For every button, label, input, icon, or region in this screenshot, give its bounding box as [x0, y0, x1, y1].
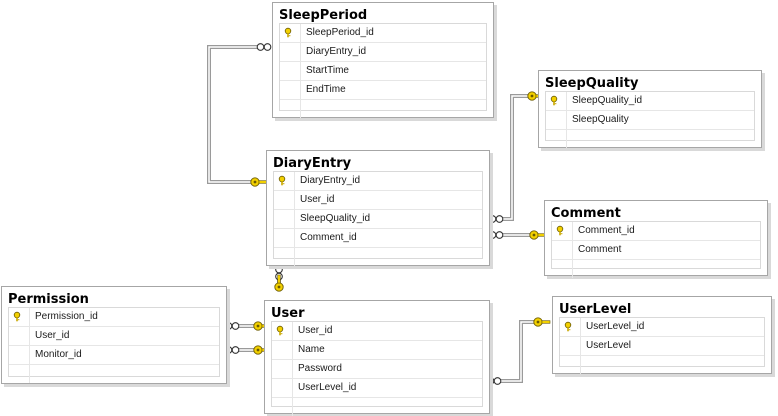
- key-icon: [250, 177, 268, 187]
- column-row[interactable]: Comment_id: [552, 222, 760, 241]
- rel-diaryentry-user: [274, 265, 284, 292]
- rel-diaryentry-comment: [488, 230, 547, 240]
- column-row[interactable]: User_id: [274, 191, 482, 210]
- rel-diaryentry-sleepquality: [488, 91, 545, 223]
- primary-key-icon: [550, 95, 558, 106]
- column-name: User_id: [298, 325, 333, 336]
- column-name: Comment_id: [300, 232, 357, 243]
- column-row[interactable]: Name: [272, 341, 482, 360]
- column-name: DiaryEntry_id: [306, 46, 367, 57]
- primary-key-icon: [556, 225, 564, 236]
- table-title: Comment: [551, 206, 621, 221]
- column-row[interactable]: DiaryEntry_id: [280, 43, 486, 62]
- column-name: Permission_id: [35, 311, 98, 322]
- column-row[interactable]: Password: [272, 360, 482, 379]
- table-sleepperiod[interactable]: SleepPeriod SleepPeriod_id DiaryEntry_id…: [272, 2, 494, 118]
- column-row[interactable]: Monitor_id: [9, 346, 219, 365]
- infinity-icon: [488, 231, 504, 239]
- table-title: User: [271, 306, 305, 321]
- table-comment[interactable]: Comment Comment_id Comment: [544, 200, 768, 278]
- table-user[interactable]: User User_id Name Password UserLevel_id: [264, 300, 490, 416]
- column-row[interactable]: UserLevel: [560, 337, 764, 356]
- column-row[interactable]: Comment_id: [274, 229, 482, 248]
- column-name: Comment: [578, 244, 622, 255]
- primary-key-icon: [278, 175, 286, 186]
- column-name: SleepQuality_id: [572, 95, 643, 106]
- table-title: SleepQuality: [545, 76, 639, 91]
- column-name: SleepQuality_id: [300, 213, 371, 224]
- column-row[interactable]: SleepQuality_id: [274, 210, 482, 229]
- column-row[interactable]: SleepQuality: [546, 111, 754, 130]
- key-icon: [533, 317, 551, 327]
- column-name: User_id: [35, 330, 70, 341]
- empty-row: [274, 248, 482, 266]
- column-row[interactable]: DiaryEntry_id: [274, 172, 482, 191]
- table-title: Permission: [8, 292, 89, 307]
- table-userlevel[interactable]: UserLevel UserLevel_id UserLevel: [552, 296, 772, 374]
- primary-key-icon: [276, 325, 284, 336]
- rel-sleepperiod-diaryentry: [207, 43, 272, 187]
- primary-key-icon: [564, 321, 572, 332]
- column-name: SleepQuality: [572, 114, 629, 125]
- column-name: UserLevel_id: [298, 382, 357, 393]
- table-diaryentry[interactable]: DiaryEntry DiaryEntry_id User_id SleepQu…: [266, 150, 490, 266]
- infinity-icon: [224, 346, 240, 354]
- table-permission[interactable]: Permission Permission_id User_id Monitor…: [1, 286, 227, 384]
- table-sleepquality[interactable]: SleepQuality SleepQuality_id SleepQualit…: [538, 70, 762, 148]
- column-row[interactable]: StartTime: [280, 62, 486, 81]
- primary-key-icon: [13, 311, 21, 322]
- empty-row: [272, 398, 482, 416]
- column-name: Password: [298, 363, 342, 374]
- column-name: UserLevel: [586, 340, 632, 351]
- column-name: Comment_id: [578, 225, 635, 236]
- rel-permission-user-a: [224, 321, 271, 331]
- empty-row: [552, 260, 760, 278]
- column-name: User_id: [300, 194, 335, 205]
- table-title: SleepPeriod: [279, 8, 368, 23]
- rel-permission-user-b: [224, 345, 271, 355]
- rel-user-userlevel: [486, 317, 551, 385]
- column-row[interactable]: UserLevel_id: [560, 318, 764, 337]
- column-row[interactable]: SleepPeriod_id: [280, 24, 486, 43]
- column-row[interactable]: EndTime: [280, 81, 486, 100]
- table-title: DiaryEntry: [273, 156, 352, 171]
- empty-row: [560, 356, 764, 374]
- empty-row: [9, 365, 219, 383]
- table-title: UserLevel: [559, 302, 632, 317]
- primary-key-icon: [284, 27, 292, 38]
- empty-row: [546, 130, 754, 148]
- infinity-icon: [224, 322, 240, 330]
- column-row[interactable]: User_id: [272, 322, 482, 341]
- column-row[interactable]: User_id: [9, 327, 219, 346]
- empty-row: [280, 100, 486, 118]
- column-name: DiaryEntry_id: [300, 175, 361, 186]
- column-name: UserLevel_id: [586, 321, 645, 332]
- column-row[interactable]: SleepQuality_id: [546, 92, 754, 111]
- column-row[interactable]: Comment: [552, 241, 760, 260]
- column-row[interactable]: UserLevel_id: [272, 379, 482, 398]
- column-name: Monitor_id: [35, 349, 82, 360]
- column-name: Name: [298, 344, 325, 355]
- column-row[interactable]: Permission_id: [9, 308, 219, 327]
- column-name: StartTime: [306, 65, 349, 76]
- column-name: EndTime: [306, 84, 346, 95]
- infinity-icon: [488, 215, 504, 223]
- column-name: SleepPeriod_id: [306, 27, 374, 38]
- infinity-icon: [256, 43, 272, 51]
